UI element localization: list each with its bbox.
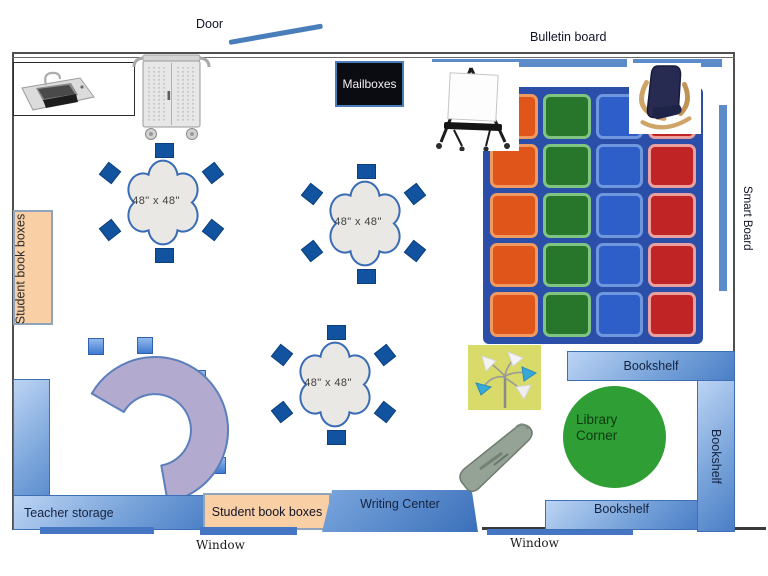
mailboxes-label: Mailboxes <box>342 77 397 91</box>
flower-table-top <box>289 337 381 432</box>
teacher-storage: Teacher storage <box>13 495 210 530</box>
stool <box>88 338 104 355</box>
writing-center-label: Writing Center <box>360 497 440 511</box>
rug-square-green <box>542 242 591 288</box>
laptop-cart-icon <box>132 54 211 140</box>
mailboxes: Mailboxes <box>335 61 404 107</box>
rug-square-red <box>648 292 696 337</box>
lounge-chair-image-box <box>629 63 701 134</box>
rug-square-orange <box>490 242 538 288</box>
rug-square-red <box>648 143 696 189</box>
round-table-1: 48" x 48" <box>81 143 231 265</box>
rug-square-red <box>648 242 696 288</box>
rug-square-blue <box>595 193 644 238</box>
bulletin-board-label: Bulletin board <box>530 30 607 44</box>
bean-bag-lounger-icon <box>459 423 533 492</box>
rug-square-orange <box>490 292 538 337</box>
smart-board-label: Smart Board <box>741 186 753 251</box>
rug-square-orange <box>490 143 538 189</box>
rug-square-green <box>542 143 591 189</box>
rug-square-blue <box>595 292 644 337</box>
chair <box>357 269 376 284</box>
sink-area <box>13 62 135 116</box>
rug-square-red <box>648 193 696 238</box>
bulletin-board-bar-1 <box>432 59 627 67</box>
round-table-2: 48" x 48" <box>283 164 433 286</box>
whiteboard-easel-icon <box>436 67 510 152</box>
easel-image-box <box>423 62 519 152</box>
rug-square-orange <box>490 193 538 238</box>
window-strip-middle <box>200 527 297 535</box>
bookshelf-right-label: Bookshelf <box>709 428 723 484</box>
window-strip-right <box>487 529 633 535</box>
rug-square-green <box>542 94 591 139</box>
chair <box>327 325 346 340</box>
rug-square-green <box>542 292 591 337</box>
library-corner-label: Library Corner <box>576 412 618 443</box>
bookshelf-right: Bookshelf <box>697 380 735 532</box>
teacher-storage-label: Teacher storage <box>24 505 114 520</box>
stool <box>137 337 153 354</box>
rug-square-blue <box>595 143 644 189</box>
round-table-3: 48" x 48" <box>253 325 403 447</box>
window-strip-left <box>40 527 154 534</box>
chair <box>155 143 174 158</box>
classroom-rug <box>483 87 703 344</box>
sink-icon <box>21 71 95 111</box>
smart-board-bar <box>719 105 727 291</box>
chair <box>357 164 376 179</box>
door-swing-line <box>228 23 323 45</box>
bookshelf-top-label: Bookshelf <box>623 359 679 373</box>
top-wall-inner-line <box>12 56 735 58</box>
horseshoe-table <box>90 356 229 503</box>
table-size-label: 48" x 48" <box>334 216 382 228</box>
library-corner: Library Corner <box>563 386 666 488</box>
rug-square-blue <box>595 242 644 288</box>
window-label-right: Window <box>510 536 559 550</box>
writing-center: Writing Center <box>322 490 478 532</box>
flower-table-top <box>117 155 209 250</box>
student-book-boxes-bottom-label: Student book boxes <box>211 504 323 519</box>
table-size-label: 48" x 48" <box>132 195 180 207</box>
table-size-label: 48" x 48" <box>304 377 352 389</box>
lounge-chair-icon <box>639 65 692 130</box>
bookshelf-top: Bookshelf <box>567 351 735 381</box>
bookshelf-bottom-label: Bookshelf <box>594 502 649 516</box>
student-book-boxes-left-label: Student book boxes <box>13 213 28 325</box>
student-book-boxes-left: Student book boxes <box>13 210 53 325</box>
door-label: Door <box>196 17 224 31</box>
rug-square-green <box>542 193 591 238</box>
chair <box>155 248 174 263</box>
student-book-boxes-bottom: Student book boxes <box>203 493 331 530</box>
flower-table-top <box>319 176 411 271</box>
chair <box>327 430 346 445</box>
bookshelf-bottom: Bookshelf <box>545 500 698 530</box>
floor-lamp-icon <box>468 345 541 410</box>
window-label-left: Window <box>196 538 245 552</box>
